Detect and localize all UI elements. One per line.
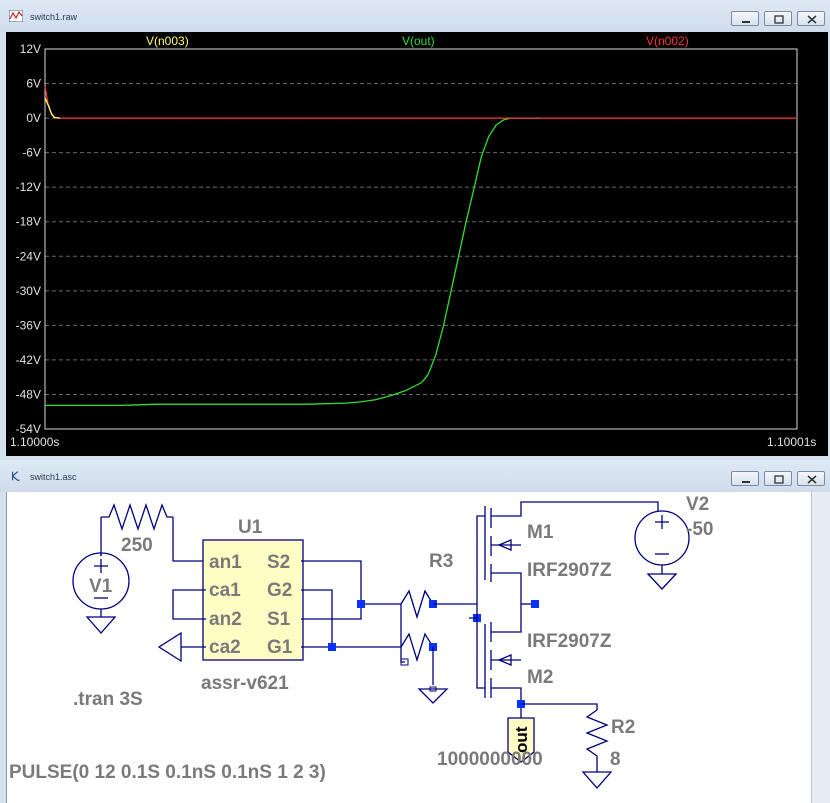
schematic-app-icon — [11, 471, 20, 481]
m1-model[interactable]: IRF2907Z — [527, 560, 612, 581]
r2-name[interactable]: R2 — [611, 717, 635, 738]
close-button[interactable] — [797, 11, 825, 26]
y-tick-label: -42V — [16, 353, 41, 367]
mosfet-m1[interactable] — [476, 501, 659, 604]
schematic-close-button[interactable] — [797, 471, 825, 486]
u1-pin-an1: an1 — [209, 552, 242, 573]
v2-value[interactable]: -50 — [686, 519, 713, 540]
minimize-button[interactable] — [731, 11, 759, 26]
u1-pin-g1: G1 — [267, 637, 293, 658]
output-port-out[interactable] — [507, 717, 535, 763]
y-tick-label: -54V — [16, 422, 41, 436]
capacitance-value[interactable]: 1000000000 — [437, 749, 543, 770]
tran-directive[interactable]: .tran 3S — [73, 689, 143, 710]
m2-model[interactable]: IRF2907Z — [527, 631, 612, 652]
waveform-window: switch1.raw V(n003) V(out) V(n002) 12V 6V… — [0, 0, 830, 460]
waveform-app-icon — [9, 10, 23, 22]
plot-frame — [44, 48, 798, 430]
y-tick-label: 12V — [20, 42, 41, 56]
x-end-label: 1.10001s — [767, 435, 816, 449]
r2-value[interactable]: 8 — [610, 749, 621, 770]
resistor-r2[interactable] — [581, 709, 613, 789]
restore-icon — [774, 15, 784, 24]
schematic-titlebar[interactable]: switch1.asc — [0, 460, 830, 492]
trace-label-vn002[interactable]: V(n002) — [646, 34, 689, 48]
waveform-plot-area[interactable]: V(n003) V(out) V(n002) 12V 6V 0V -6V -12V -18… — [6, 32, 828, 456]
minimize-icon — [742, 481, 750, 483]
y-tick-label: -30V — [16, 284, 41, 298]
u1-name[interactable]: U1 — [238, 517, 263, 538]
resistor-r3[interactable] — [400, 589, 434, 666]
u1-pin-ca1: ca1 — [209, 580, 241, 601]
u1-pin-an2: an2 — [209, 609, 242, 630]
y-tick-label: -18V — [16, 215, 41, 229]
u1-block[interactable] — [202, 539, 304, 661]
out-label[interactable]: out — [512, 726, 531, 753]
restore-button[interactable] — [764, 11, 792, 26]
schematic-restore-button[interactable] — [764, 471, 792, 486]
y-tick-label: -36V — [16, 318, 41, 332]
trace-vn003[interactable] — [44, 97, 61, 119]
voltage-source-v1[interactable] — [72, 552, 130, 634]
schematic-window-title: switch1.asc — [30, 472, 77, 482]
close-icon — [807, 475, 817, 484]
r3-name[interactable]: R3 — [429, 551, 453, 572]
vertical-scrollbar[interactable] — [811, 492, 830, 803]
u1-pin-s1: S1 — [267, 609, 291, 630]
x-start-label: 1.10000s — [10, 435, 59, 449]
y-tick-label: 6V — [26, 77, 41, 91]
r1-value[interactable]: 250 — [121, 535, 153, 556]
m2-name[interactable]: M2 — [527, 667, 553, 688]
m1-name[interactable]: M1 — [527, 522, 554, 543]
trace-vout[interactable] — [45, 117, 542, 407]
y-tick-label: 0V — [26, 111, 41, 125]
u1-pin-ca2: ca2 — [209, 637, 241, 658]
v1-name[interactable]: V1 — [89, 576, 113, 597]
resistor-r1[interactable] — [101, 502, 173, 532]
waveform-titlebar[interactable]: switch1.raw — [0, 0, 830, 32]
schematic-canvas[interactable]: .w { stroke:#000080; stroke-width:1.3; f… — [6, 492, 813, 803]
y-tick-label: -24V — [16, 249, 41, 263]
trace-label-vn003[interactable]: V(n003) — [146, 34, 189, 48]
trace-vn002[interactable] — [44, 86, 797, 119]
waveform-window-title: switch1.raw — [30, 12, 78, 22]
voltage-source-v2[interactable] — [634, 510, 690, 590]
trace-label-vout[interactable]: V(out) — [402, 34, 435, 48]
y-tick-label: -12V — [16, 180, 41, 194]
minimize-icon — [742, 21, 750, 23]
pulse-directive[interactable]: PULSE(0 12 0.1S 0.1nS 0.1nS 1 2 3) — [9, 762, 326, 783]
mosfet-m2[interactable] — [476, 604, 522, 704]
u1-pin-s2: S2 — [267, 552, 290, 573]
schematic-minimize-button[interactable] — [731, 471, 759, 486]
u1-model[interactable]: assr-v621 — [201, 673, 289, 694]
u1-pin-g2: G2 — [267, 580, 292, 601]
y-tick-label: -6V — [22, 146, 41, 160]
y-tick-label: -48V — [16, 387, 41, 401]
restore-icon — [774, 475, 784, 484]
close-icon — [807, 15, 817, 24]
v2-name[interactable]: V2 — [686, 494, 709, 515]
